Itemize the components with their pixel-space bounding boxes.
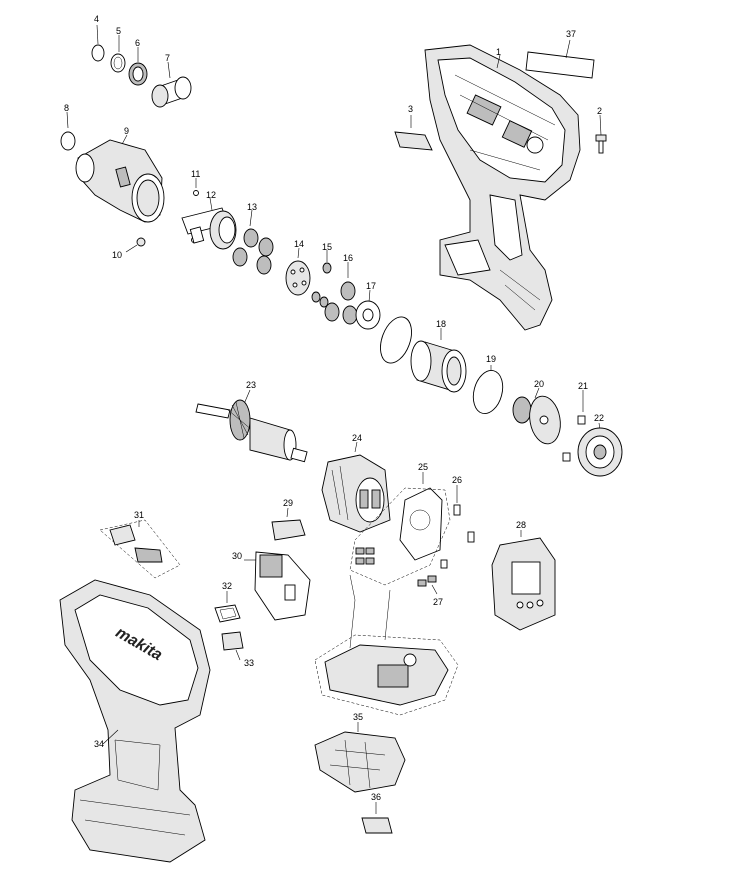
callout-32: 32: [222, 581, 232, 591]
callout-27: 27: [433, 597, 443, 607]
part-14-carrier: [285, 247, 311, 296]
callout-10: 10: [112, 250, 122, 260]
part-20-bearing-holder: [512, 387, 561, 445]
callout-23: 23: [246, 380, 256, 390]
part-34-housing-left: makita: [59, 579, 211, 863]
part-28-display-panel: [491, 530, 556, 631]
callout-25: 25: [418, 462, 428, 472]
part-16-planet-gears: [324, 262, 358, 325]
part-21-pins: [562, 390, 586, 462]
part-26-screws: [453, 485, 475, 543]
part-18-gear-housing: [410, 328, 467, 393]
part-1-housing-right: [424, 44, 581, 331]
part-19-o-ring: [472, 365, 504, 415]
controller-board-group: [314, 574, 459, 716]
callout-21: 21: [578, 381, 588, 391]
callout-37: 37: [566, 29, 576, 39]
callout-5: 5: [116, 26, 121, 36]
callout-2: 2: [597, 106, 602, 116]
part-9-front-housing: [75, 134, 165, 223]
callout-24: 24: [352, 433, 362, 443]
callout-3: 3: [408, 104, 413, 114]
part-13-planet-gears: [232, 209, 274, 275]
part-36-pad: [361, 802, 393, 834]
part-8-snap-ring: [60, 111, 76, 151]
part-27-components: [417, 559, 448, 595]
callout-33: 33: [244, 658, 254, 668]
part-6-bearing-ring: [128, 47, 148, 86]
callout-8: 8: [64, 103, 69, 113]
callout-12: 12: [206, 190, 216, 200]
part-17-washer: [355, 289, 381, 330]
callout-19: 19: [486, 354, 496, 364]
callout-29: 29: [283, 498, 293, 508]
callout-30: 30: [232, 551, 242, 561]
callout-18: 18: [436, 319, 446, 329]
callout-28: 28: [516, 520, 526, 530]
part-5-washer: [110, 35, 126, 73]
callout-14: 14: [294, 239, 304, 249]
part-32-bracket: [214, 591, 241, 623]
callout-35: 35: [353, 712, 363, 722]
part-29-lever: [271, 507, 306, 541]
part-2-screw: [595, 114, 607, 154]
callout-11: 11: [191, 169, 200, 179]
o-ring-upper: [380, 316, 412, 364]
part-24-stator: [321, 441, 391, 533]
callout-22: 22: [594, 413, 604, 423]
part-15-small-gears: [311, 250, 332, 308]
callout-17: 17: [366, 281, 376, 291]
callout-4: 4: [94, 14, 99, 24]
part-37-label: [525, 39, 595, 79]
part-10-screw: [125, 237, 146, 253]
part-3-pad: [394, 115, 433, 151]
callout-7: 7: [165, 53, 170, 63]
callout-36: 36: [371, 792, 381, 802]
part-30-switch: [244, 551, 311, 621]
part-31-pad-kit: [99, 519, 181, 579]
callout-26: 26: [452, 475, 462, 485]
part-35-terminal: [314, 722, 406, 793]
callout-20: 20: [534, 379, 544, 389]
part-22-end-cap: [577, 422, 623, 477]
callout-13: 13: [247, 202, 257, 212]
part-12-spindle: [181, 197, 237, 250]
part-33-cap: [221, 631, 244, 661]
part-7-sleeve: [151, 61, 192, 108]
callout-16: 16: [343, 253, 353, 263]
callout-labels: 1 2 3 4 5 6 7 8 9 10 11 12 13 14 15 16 1…: [64, 14, 604, 802]
callout-34: 34: [94, 739, 104, 749]
callout-15: 15: [322, 242, 332, 252]
part-4-ring: [91, 24, 105, 62]
callout-1: 1: [496, 47, 501, 57]
part-25-switch-board: [349, 472, 451, 586]
callout-9: 9: [124, 126, 129, 136]
callout-6: 6: [135, 38, 140, 48]
part-23-rotor: [195, 389, 308, 463]
callout-31: 31: [134, 510, 144, 520]
